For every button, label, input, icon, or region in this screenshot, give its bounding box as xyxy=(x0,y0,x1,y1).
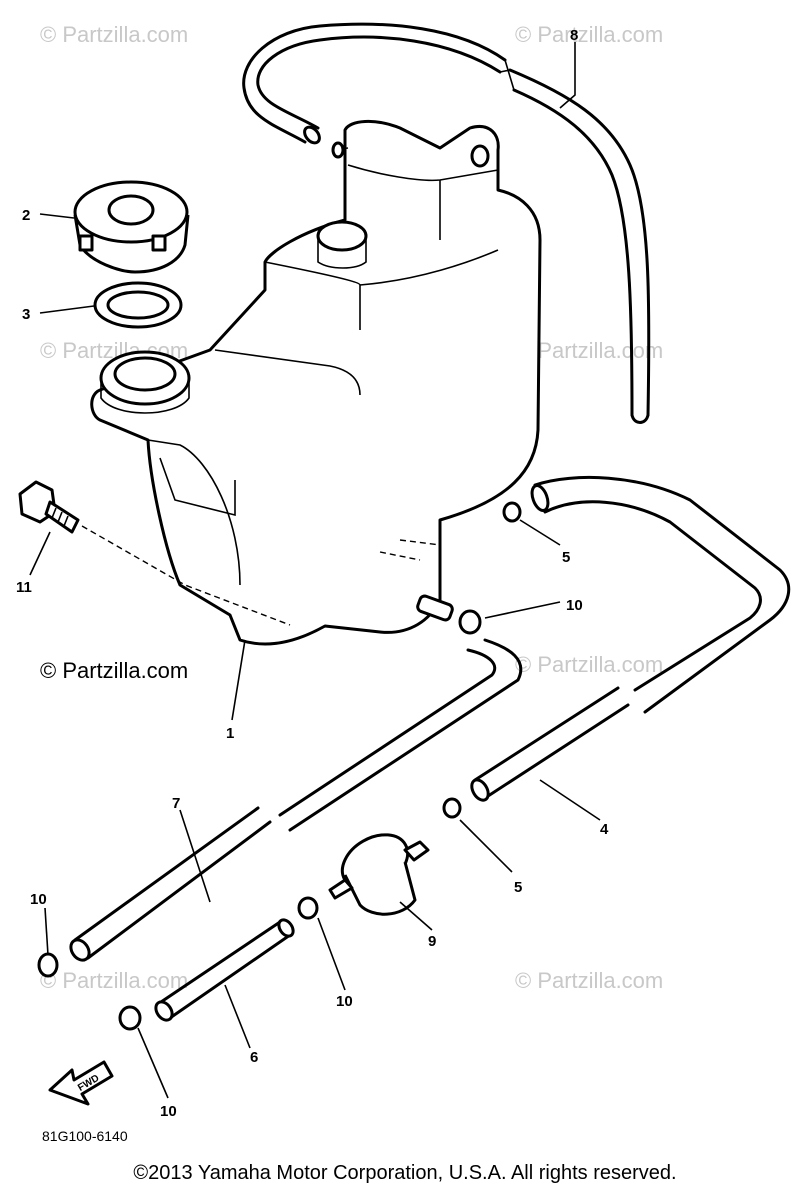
watermark: © Partzilla.com xyxy=(515,22,664,47)
part-number: 81G100-6140 xyxy=(42,1128,128,1144)
hose-8 xyxy=(242,22,651,424)
valve xyxy=(328,833,430,916)
callout-10: 10 xyxy=(336,993,353,1010)
callout-6: 6 xyxy=(250,1049,258,1066)
callout-9: 9 xyxy=(428,933,436,950)
hose-4 xyxy=(470,475,791,802)
watermark-main: © Partzilla.com xyxy=(40,658,189,683)
callout-11: 11 xyxy=(16,579,32,596)
hose-7 xyxy=(69,638,523,962)
reservoir-cap xyxy=(73,180,190,274)
callout-2: 2 xyxy=(22,207,30,224)
clamp xyxy=(37,501,522,1031)
callout-3: 3 xyxy=(22,306,30,323)
leader-lines xyxy=(29,42,601,1099)
callout-1: 1 xyxy=(226,725,234,742)
cap-seal xyxy=(93,281,183,329)
bolt xyxy=(18,480,291,626)
callout-10: 10 xyxy=(30,891,47,908)
hose-6 xyxy=(154,918,295,1022)
watermark: © Partzilla.com xyxy=(40,22,189,47)
callout-10: 10 xyxy=(566,597,583,614)
watermark: © Partzilla.com xyxy=(515,652,664,677)
callout-7: 7 xyxy=(172,795,180,812)
callout-4: 4 xyxy=(600,821,609,838)
copyright: ©2013 Yamaha Motor Corporation, U.S.A. A… xyxy=(133,1162,677,1184)
callout-5: 5 xyxy=(514,879,522,896)
watermark: © Partzilla.com xyxy=(515,968,664,993)
watermark: © Partzilla.com xyxy=(40,968,189,993)
fwd-arrow-icon: FWD xyxy=(48,1060,114,1106)
reservoir-tank xyxy=(90,120,542,646)
callout-8: 8 xyxy=(570,27,578,44)
callout-10: 10 xyxy=(160,1103,177,1120)
callout-5: 5 xyxy=(562,549,570,566)
